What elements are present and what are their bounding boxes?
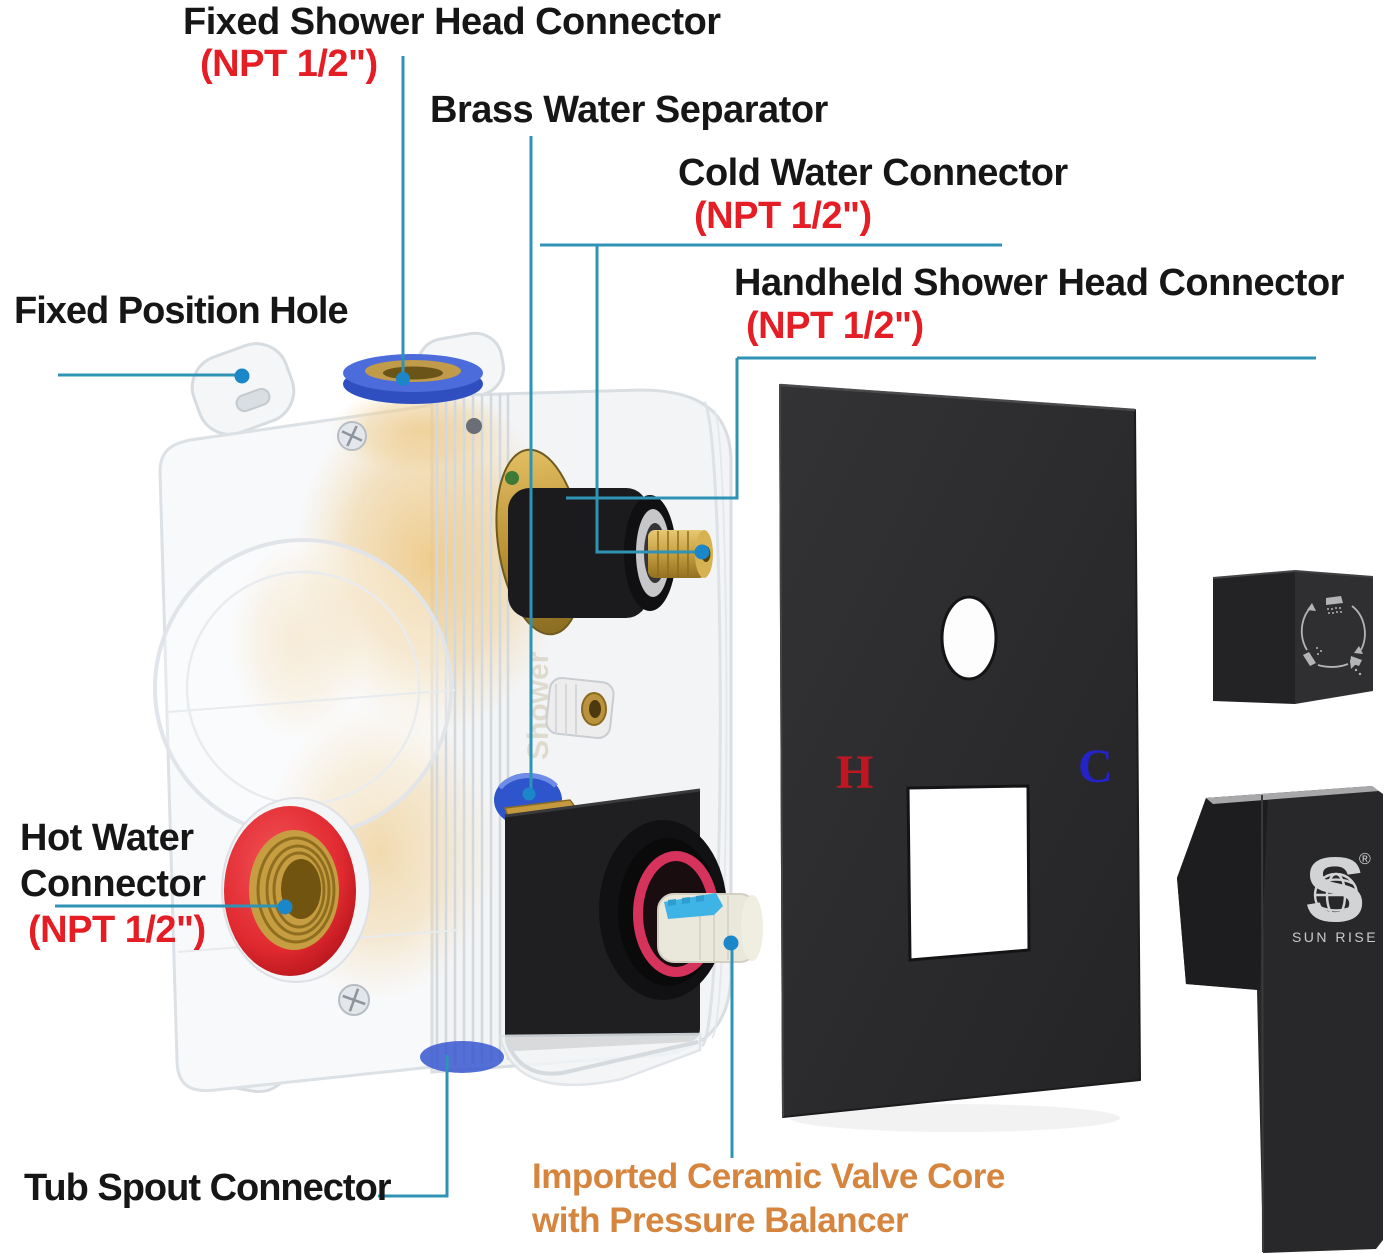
brand-name: SUN RISE [1292, 929, 1378, 945]
label-fixed-shower-head-connector: Fixed Shower Head Connector [183, 1, 721, 43]
label-ceramic-valve-core-line1: Imported Ceramic Valve Core [532, 1157, 1005, 1196]
hand-shower-icon [1303, 647, 1322, 666]
bleed-screw [545, 676, 615, 740]
trim-plate: H C [779, 383, 1141, 1132]
label-handheld-shower-head-connector: Handheld Shower Head Connector [734, 262, 1344, 304]
label-cold-water-spec: (NPT 1/2") [694, 195, 872, 237]
handle-stem-hole [940, 595, 998, 681]
leader-dots [234, 368, 739, 951]
hot-water-port [221, 797, 371, 983]
sunrise-logo: S ® SUN RISE [1292, 839, 1378, 945]
fixed-shower-head-port [343, 354, 483, 404]
label-fixed-shower-head-spec: (NPT 1/2") [200, 43, 378, 85]
shower-head-icon [1326, 596, 1343, 614]
label-hot-water-line1: Hot Water [20, 817, 194, 859]
plate-cold-marker: C [1078, 740, 1113, 793]
diverter-window [906, 784, 1031, 962]
label-tub-spout-connector: Tub Spout Connector [24, 1167, 392, 1209]
tub-spout-icon [1350, 656, 1362, 676]
shower-handle: S ® SUN RISE [1177, 786, 1383, 1253]
diverter-function-icon [1300, 596, 1366, 676]
label-handheld-shower-head-spec: (NPT 1/2") [746, 305, 924, 347]
shower-valve-body: Shower [153, 331, 763, 1094]
ceramic-valve-core-part [657, 893, 763, 963]
globe-icon [1313, 872, 1359, 918]
label-brass-water-separator: Brass Water Separator [430, 89, 828, 131]
clear-bracket [498, 1032, 702, 1087]
leader-lines [55, 56, 1316, 1198]
mounting-tab-top-left [190, 342, 296, 436]
blue-clip [664, 893, 723, 919]
front-circular-seam [153, 538, 453, 838]
tub-spout-port [420, 1041, 504, 1073]
valve-core-housing [504, 788, 763, 1051]
label-ceramic-valve-core-line2: with Pressure Balancer [532, 1201, 909, 1240]
label-hot-water-line2: Connector [20, 863, 206, 905]
plate-hot-marker: H [836, 746, 873, 799]
screw-icon [337, 418, 482, 1016]
label-fixed-position-hole: Fixed Position Hole [14, 290, 349, 332]
mixer-cartridge [508, 488, 713, 618]
label-cold-water-connector: Cold Water Connector [678, 152, 1068, 194]
label-hot-water-spec: (NPT 1/2") [28, 909, 206, 951]
diverter-knob [1212, 570, 1374, 704]
registered-mark: ® [1359, 851, 1371, 868]
